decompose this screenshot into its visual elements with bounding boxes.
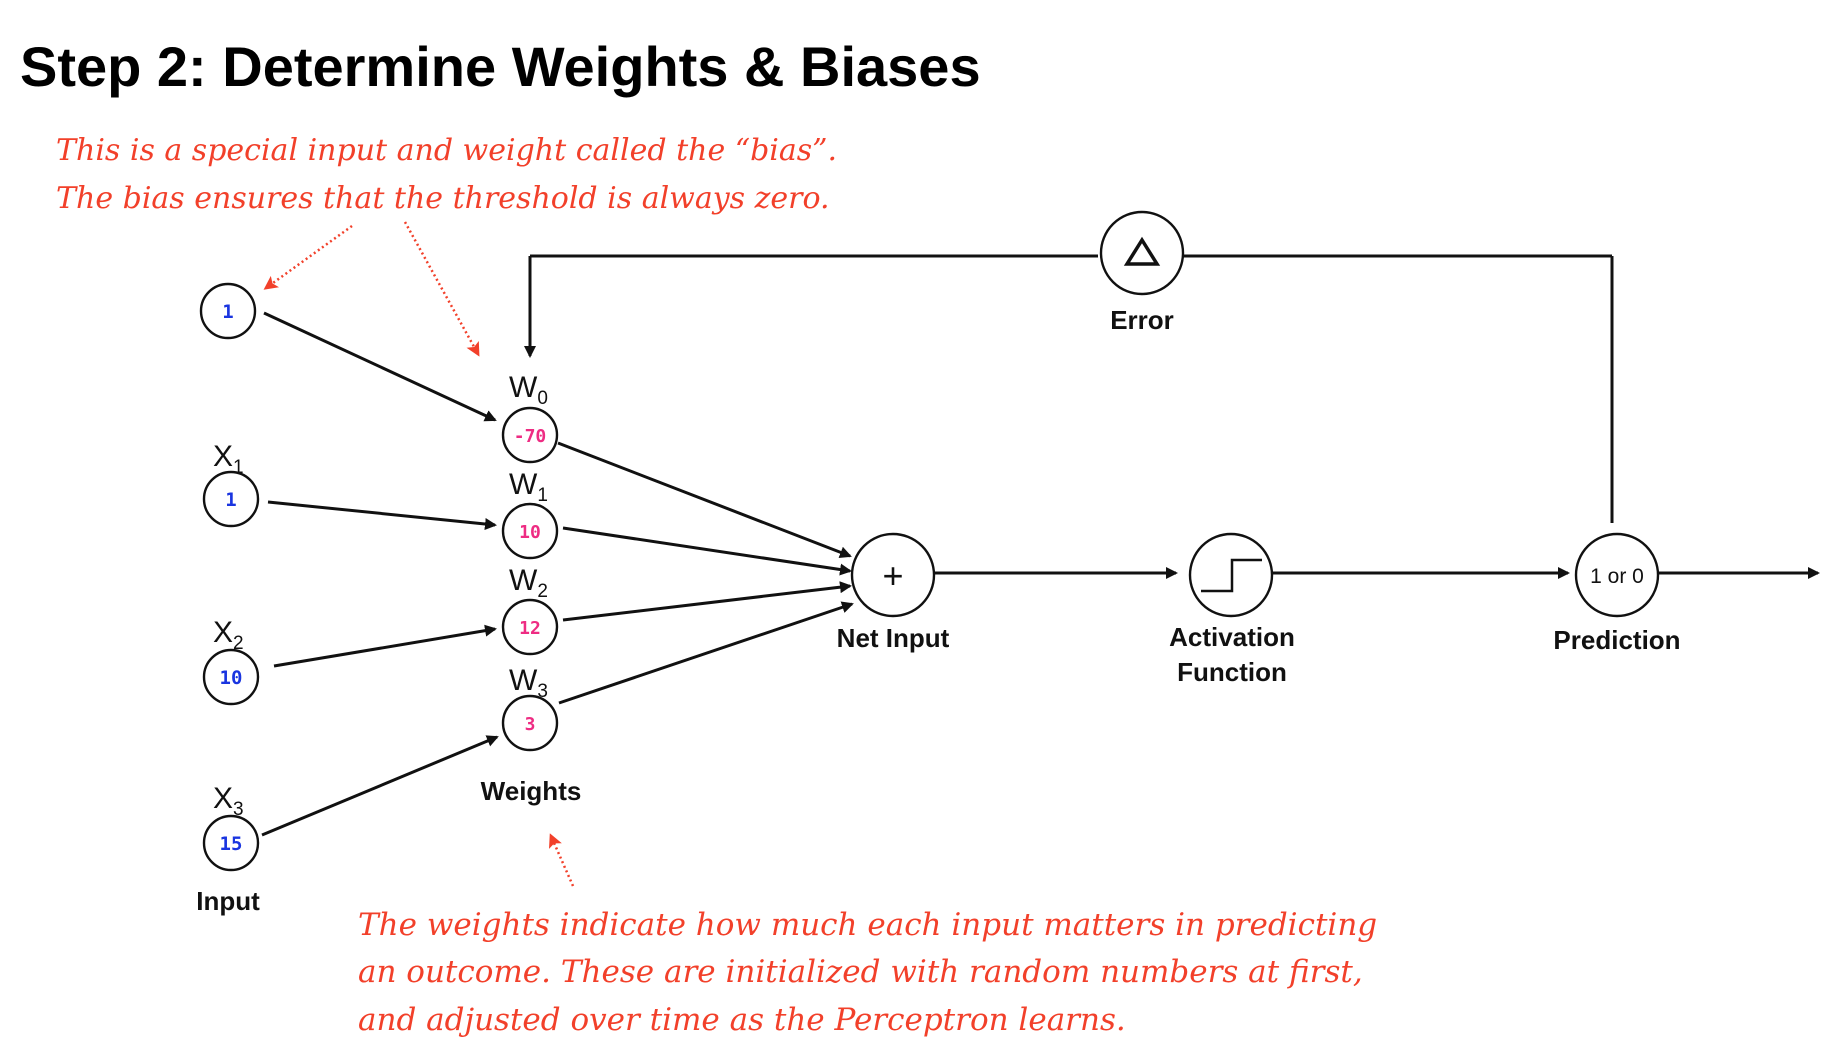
step-function-icon xyxy=(1201,558,1262,593)
input-label-x3: X3 xyxy=(213,782,244,820)
input-node-x3: X3 15 xyxy=(202,782,260,872)
weights-annotation-arrow xyxy=(549,833,575,887)
net-input-node: + xyxy=(850,532,936,618)
x2-to-w2-edge xyxy=(273,624,497,668)
weight-value-w1: 10 xyxy=(519,522,541,543)
bias-annotation-line-2: The bias ensures that the threshold is a… xyxy=(56,181,830,216)
weight-node-w1: W1 10 xyxy=(501,468,559,560)
w3-to-sum-edge xyxy=(558,601,854,705)
input-label-x1: X1 xyxy=(213,440,244,478)
input-label-x2: X2 xyxy=(213,616,244,654)
w1-to-sum-edge xyxy=(562,526,852,576)
input-node-x1: X1 1 xyxy=(202,440,260,528)
activation-node xyxy=(1188,532,1274,618)
net-input-label: Net Input xyxy=(837,623,950,653)
weight-value-w0: -70 xyxy=(514,426,547,447)
weight-node-w0: W0 -70 xyxy=(501,371,559,464)
input-value-x3: 15 xyxy=(220,833,243,855)
input-value-x1: 1 xyxy=(225,489,236,511)
weight-value-w2: 12 xyxy=(519,618,541,639)
input-node-x2: X2 10 xyxy=(202,616,260,706)
weight-node-w3: W3 3 xyxy=(501,664,559,752)
prediction-label: Prediction xyxy=(1553,625,1680,655)
weight-value-w3: 3 xyxy=(525,714,536,735)
sum-symbol: + xyxy=(882,555,903,596)
bias-annotation-line-1: This is a special input and weight calle… xyxy=(56,133,837,168)
weight-node-w2: W2 12 xyxy=(501,564,559,656)
weight-label-w1: W1 xyxy=(509,468,548,506)
activation-label-line-2: Function xyxy=(1177,657,1287,687)
weight-label-w2: W2 xyxy=(509,564,548,602)
w0-to-sum-edge xyxy=(557,441,852,558)
input-value-x2: 10 xyxy=(220,667,243,689)
prediction-value: 1 or 0 xyxy=(1590,565,1644,588)
prediction-node: 1 or 0 xyxy=(1574,532,1660,618)
bias-input-value: 1 xyxy=(222,301,233,323)
page-title: Step 2: Determine Weights & Biases xyxy=(20,35,981,98)
activation-label-line-1: Activation xyxy=(1169,622,1295,652)
weight-label-w0: W0 xyxy=(509,371,548,409)
w2-to-sum-edge xyxy=(562,581,852,622)
weights-annotation-line-1: The weights indicate how much each input… xyxy=(358,907,1377,943)
bias-input-node: 1 xyxy=(199,282,257,340)
bias-to-w0-edge xyxy=(263,311,497,422)
x3-to-w3-edge xyxy=(261,735,499,837)
inputs-label: Input xyxy=(196,886,260,916)
delta-icon xyxy=(1123,236,1161,266)
error-label: Error xyxy=(1110,305,1174,335)
x1-to-w1-edge xyxy=(267,500,497,530)
bias-weight-annotation-arrow xyxy=(403,221,480,357)
weight-label-w3: W3 xyxy=(509,664,548,702)
weights-label: Weights xyxy=(481,776,582,806)
weights-annotation-line-3: and adjusted over time as the Perceptron… xyxy=(358,1002,1126,1038)
bias-input-annotation-arrow xyxy=(263,224,353,290)
error-node xyxy=(1099,210,1185,296)
weights-annotation-line-2: an outcome. These are initialized with r… xyxy=(358,954,1363,990)
